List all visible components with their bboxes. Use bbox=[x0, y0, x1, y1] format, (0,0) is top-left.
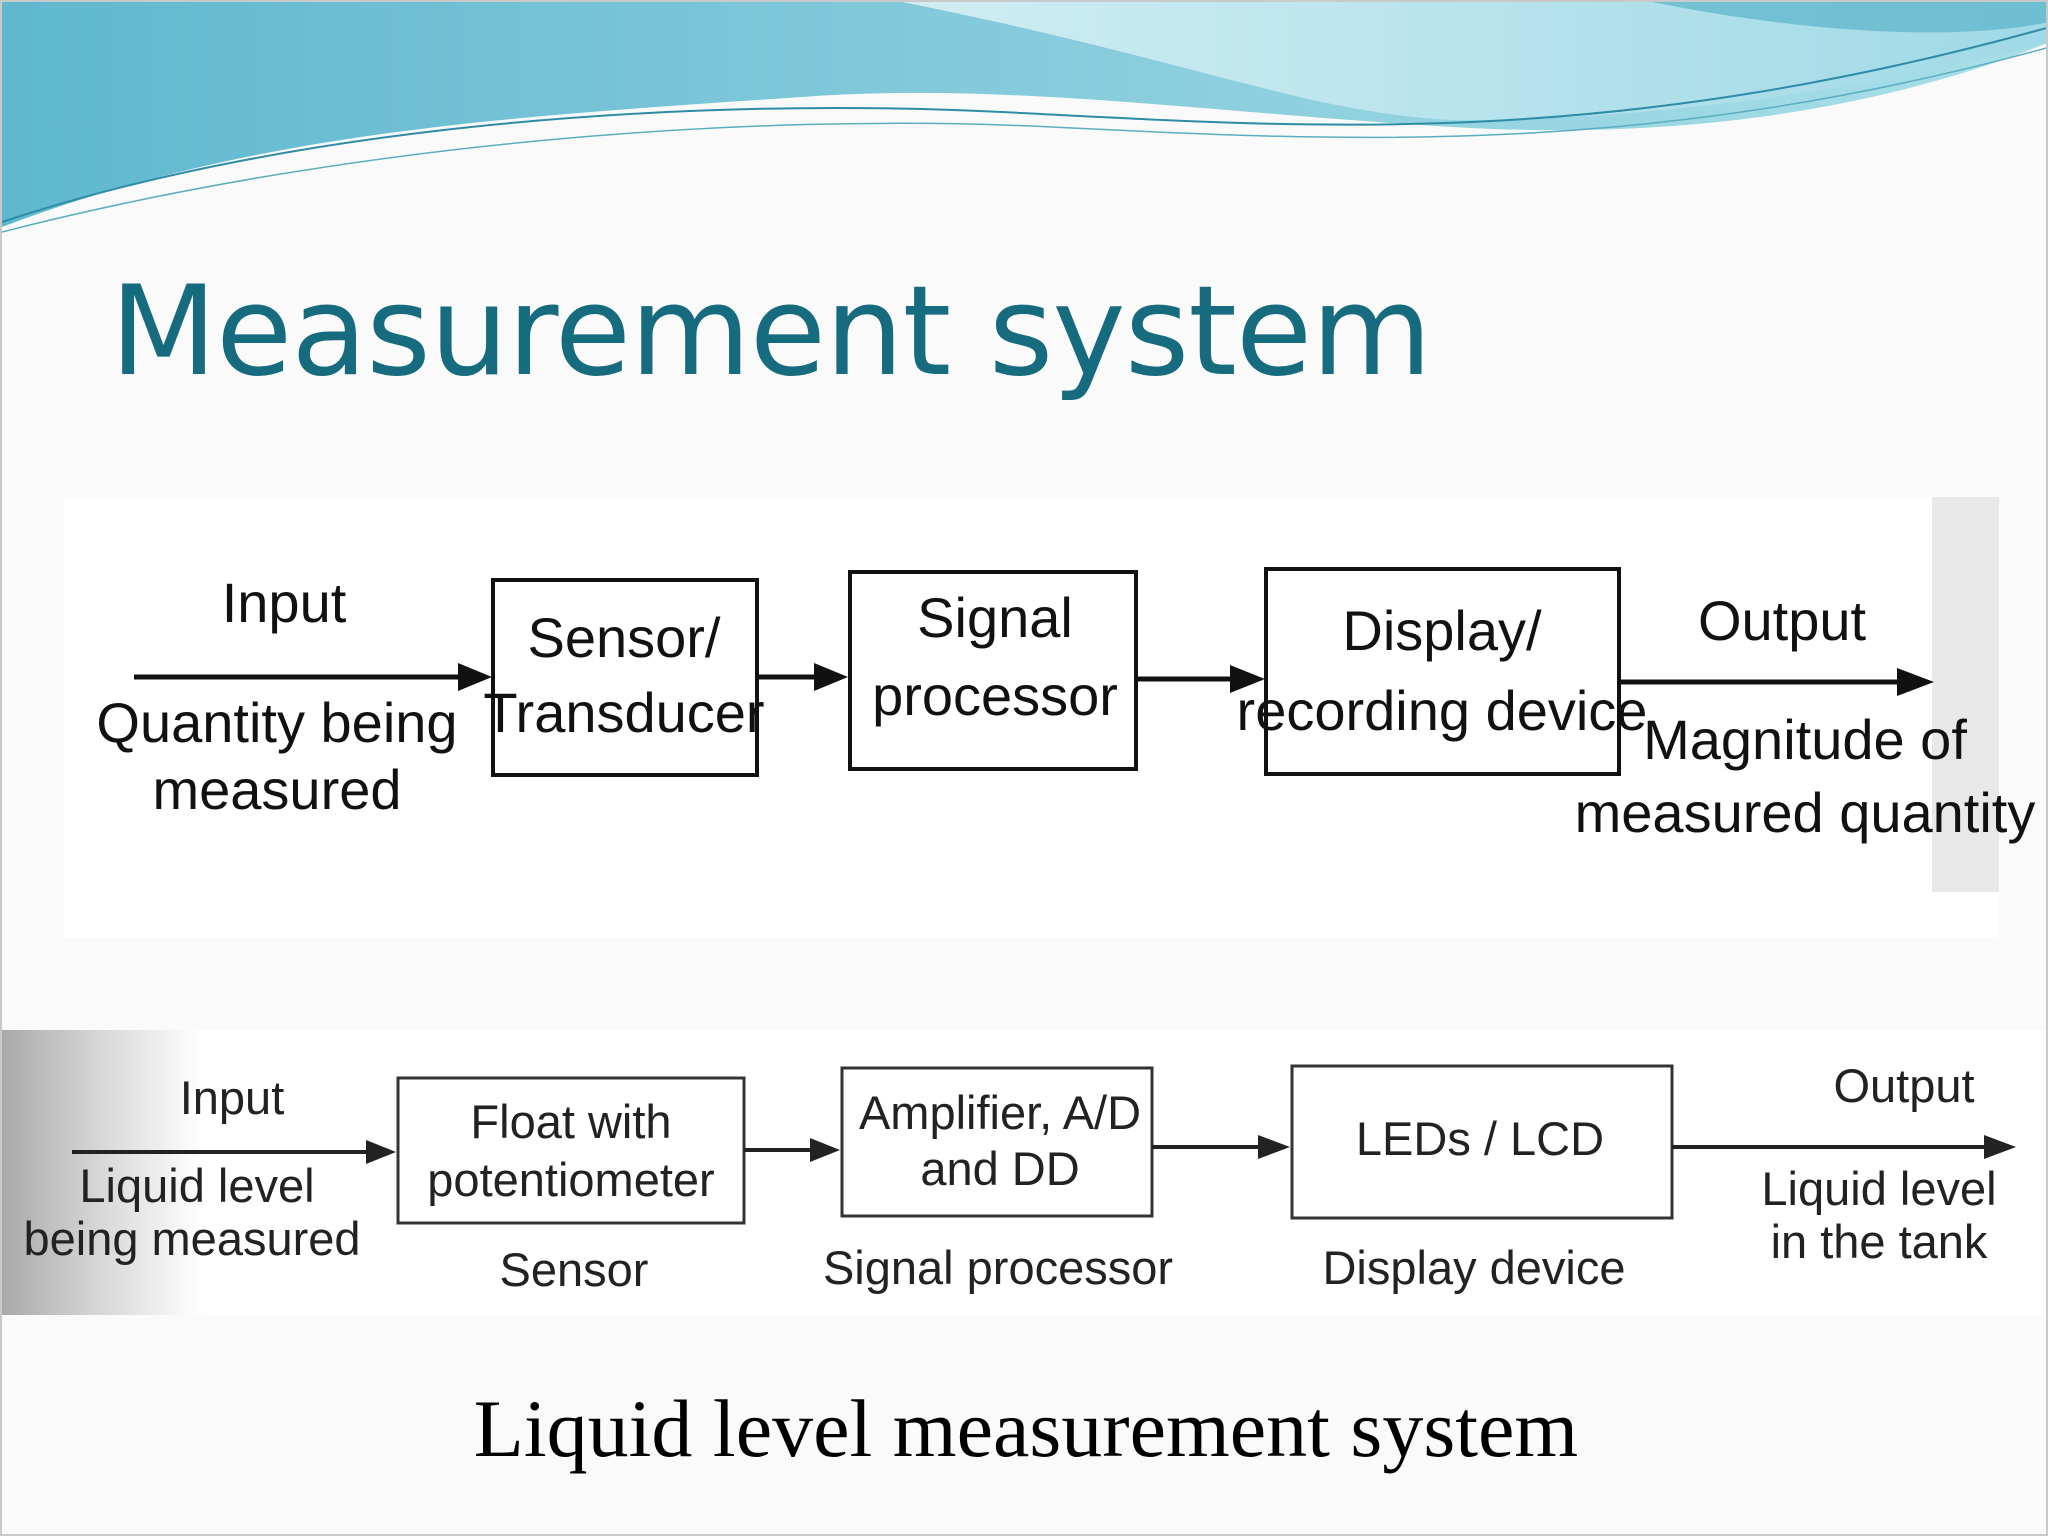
sensor-block-line-1: Sensor/ bbox=[528, 606, 721, 669]
diagram-edge-shadow bbox=[1932, 497, 1999, 892]
signal-processor-role-label: Signal processor bbox=[823, 1241, 1173, 1294]
processor-block-line-1: Signal bbox=[917, 586, 1073, 649]
sensor-block-line-2: Transducer bbox=[483, 681, 764, 744]
liquid-input-desc-line-2: being measured bbox=[23, 1212, 360, 1265]
diagram-caption: Liquid level measurement system bbox=[473, 1383, 1579, 1474]
amplifier-block-line-1: Amplifier, A/D bbox=[859, 1086, 1141, 1139]
liquid-input-arrowhead bbox=[366, 1140, 396, 1164]
liquid-output-desc-line-1: Liquid level bbox=[1761, 1162, 1996, 1215]
input-desc-line-1: Quantity being bbox=[96, 691, 457, 754]
arrowhead-amplifier-to-display bbox=[1258, 1135, 1290, 1159]
amplifier-block-line-2: and DD bbox=[920, 1142, 1079, 1195]
liquid-level-diagram: Input Liquid level being measured Float … bbox=[2, 1030, 2046, 1315]
signal-processor-block bbox=[848, 570, 1138, 771]
display-recording-block bbox=[1264, 567, 1621, 776]
header-wave-decoration bbox=[2, 2, 2046, 233]
display-block-line-1: Display/ bbox=[1342, 599, 1542, 662]
float-block-line-1: Float with bbox=[470, 1095, 671, 1148]
output-desc-line-1: Magnitude of bbox=[1643, 708, 1967, 771]
sensor-role-label: Sensor bbox=[500, 1243, 649, 1296]
output-label: Output bbox=[1698, 589, 1867, 652]
display-block-line-2: recording device bbox=[1237, 679, 1648, 742]
liquid-output-desc-line-2: in the tank bbox=[1771, 1215, 1988, 1268]
display-block-label: LEDs / LCD bbox=[1356, 1112, 1604, 1165]
arrowhead-processor-to-display bbox=[1230, 665, 1265, 693]
liquid-input-label: Input bbox=[180, 1071, 285, 1124]
processor-block-line-2: processor bbox=[872, 664, 1118, 727]
liquid-output-arrowhead bbox=[1984, 1135, 2016, 1159]
slide-title: Measurement system bbox=[110, 260, 1432, 404]
output-desc-line-2: measured quantity bbox=[1575, 781, 2036, 844]
display-device-role-label: Display device bbox=[1322, 1241, 1625, 1294]
amplifier-block bbox=[840, 1066, 1154, 1218]
arrowhead-sensor-to-processor bbox=[814, 663, 848, 691]
general-measurement-diagram: Input Quantity being measured Sensor/ Tr… bbox=[64, 497, 2036, 937]
liquid-input-desc-line-1: Liquid level bbox=[79, 1159, 314, 1212]
liquid-output-label: Output bbox=[1833, 1059, 1974, 1112]
leds-lcd-block bbox=[1290, 1064, 1674, 1220]
input-label: Input bbox=[222, 571, 347, 634]
output-arrowhead bbox=[1897, 668, 1934, 696]
diagram-edge-shadow bbox=[2, 1030, 202, 1315]
float-block-line-2: potentiometer bbox=[427, 1153, 714, 1206]
arrowhead-float-to-amplifier bbox=[810, 1138, 840, 1162]
input-desc-line-2: measured bbox=[152, 758, 401, 821]
sensor-transducer-block bbox=[491, 578, 759, 777]
input-arrowhead bbox=[458, 663, 492, 691]
float-potentiometer-block bbox=[396, 1076, 746, 1225]
